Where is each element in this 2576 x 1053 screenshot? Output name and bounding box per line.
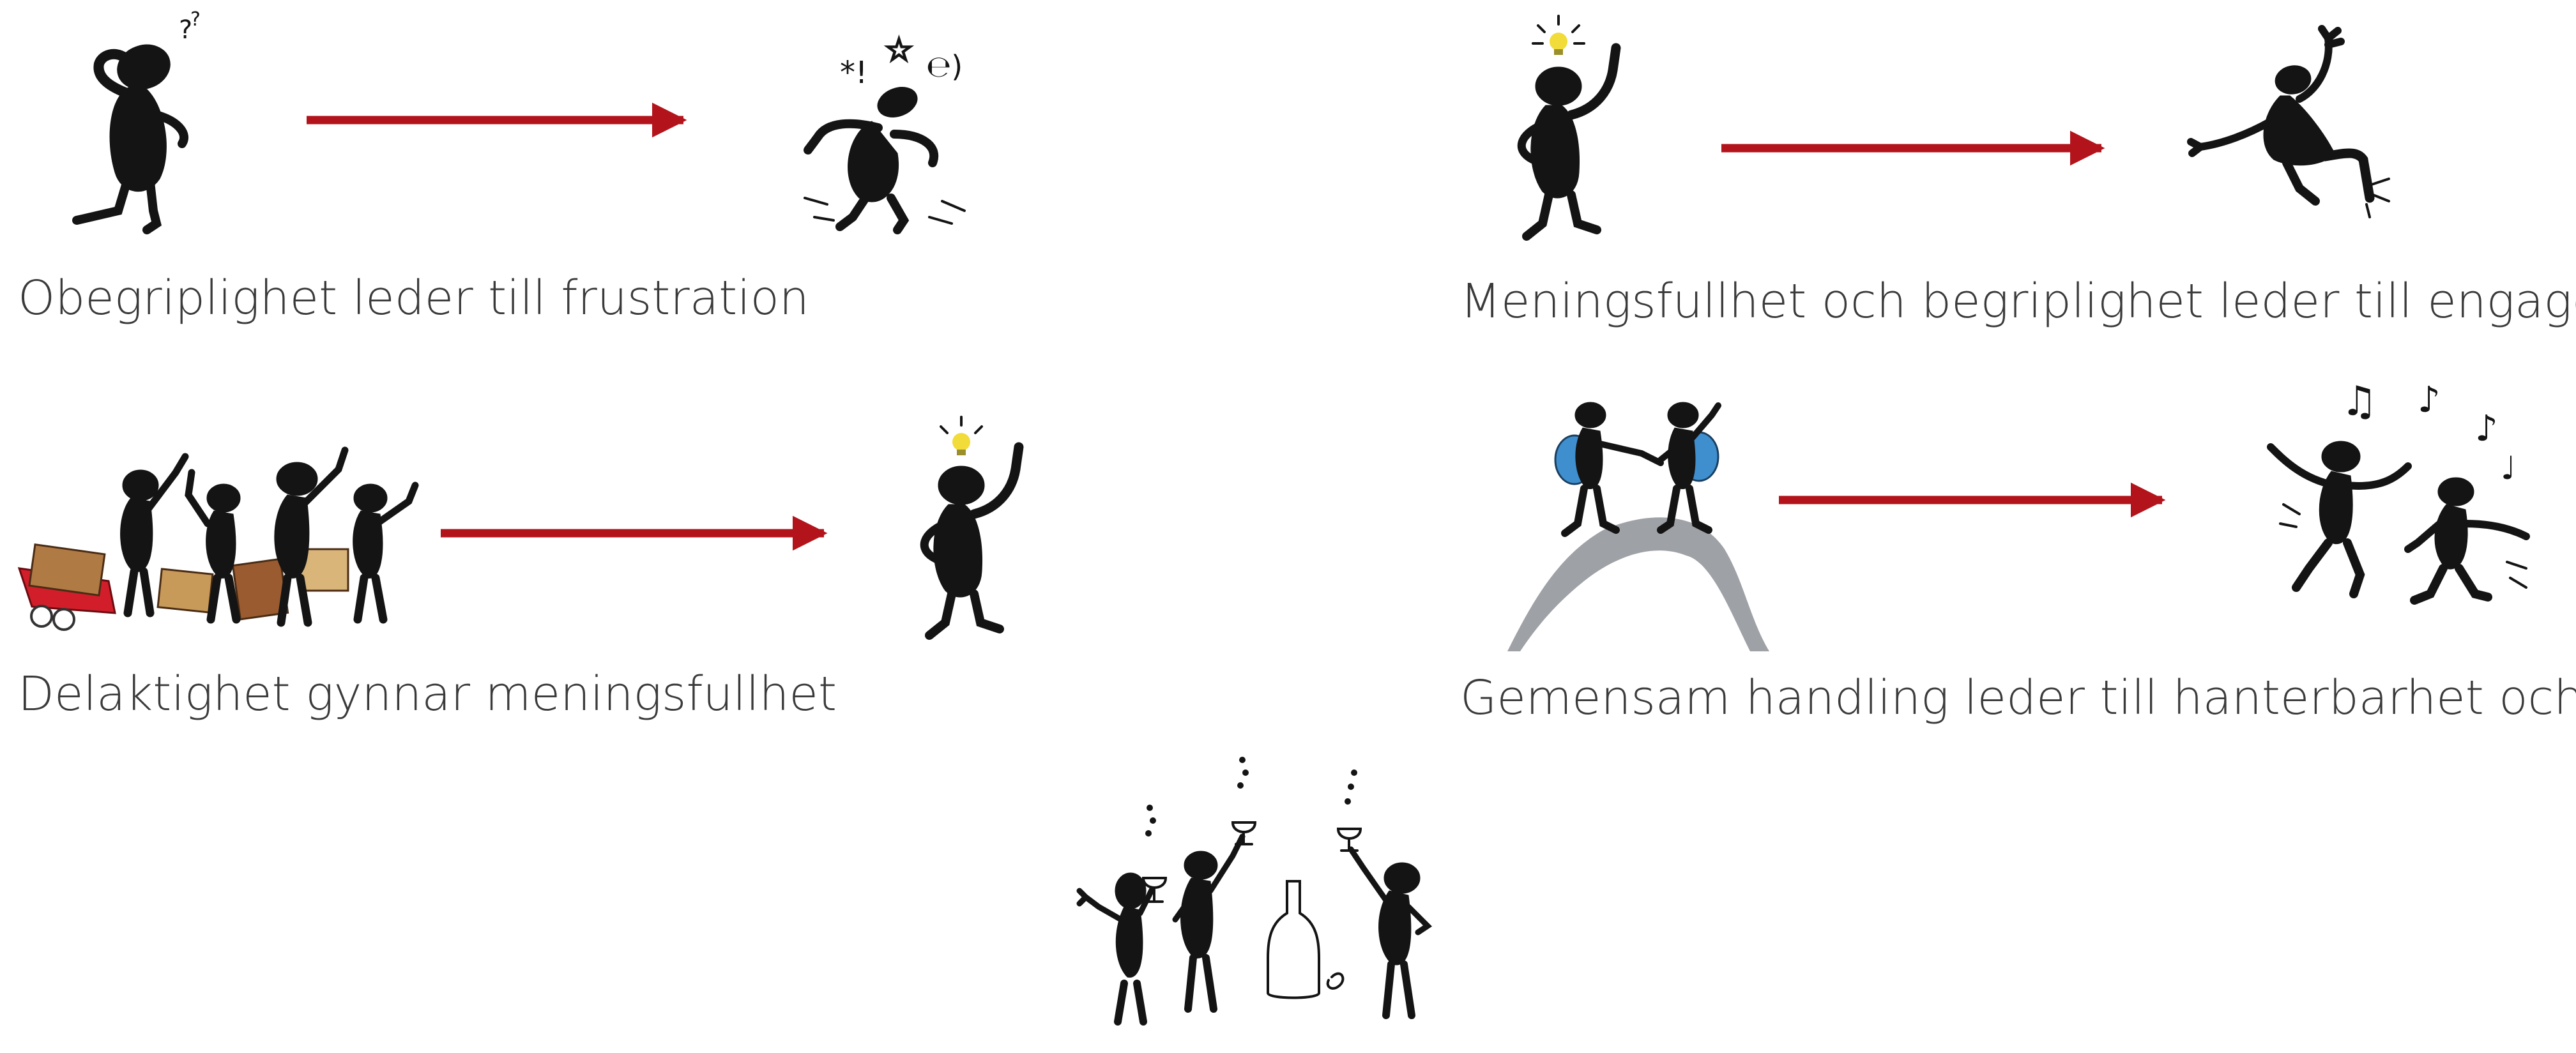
panel-obegriplighet: ? ? *! ☆ ℮) Obegriplighet leder till fru…	[18, 8, 964, 326]
panel-delaktighet: Delaktighet gynnar meningsfullhet	[18, 417, 1019, 722]
celebrating-group-icon	[1079, 757, 1428, 1022]
caption-obegriplighet: Obegriplighet leder till frustration	[18, 271, 809, 326]
svg-text:?: ?	[190, 8, 201, 31]
svg-text:♫: ♫	[2341, 378, 2377, 425]
panel-gemensam-handling: ♫ ♪ ♪ ♩ Gemensam handling leder till han…	[1460, 378, 2576, 725]
caption-gemensam-handling: Gemensam handling leder till hanterbarhe…	[1460, 670, 2576, 725]
svg-text:☆: ☆	[885, 31, 913, 68]
kicking-person-icon	[2191, 29, 2389, 217]
frustrated-person-icon: *! ☆ ℮)	[805, 31, 964, 230]
svg-text:♪: ♪	[2475, 408, 2498, 450]
dancing-people-icon: ♫ ♪ ♪ ♩	[2271, 378, 2526, 600]
idea-person-icon-2	[924, 417, 1019, 635]
group-with-luggage-icon	[19, 450, 415, 630]
panel-meningsfullhet: Meningsfullhet och begriplighet leder ti…	[1460, 16, 2576, 329]
caption-meningsfullhet: Meningsfullhet och begriplighet leder ti…	[1460, 274, 2576, 329]
idea-person-icon	[1521, 16, 1616, 236]
svg-text:♩: ♩	[2501, 450, 2516, 487]
confused-person-icon: ? ?	[77, 8, 201, 230]
svg-text:♪: ♪	[2418, 379, 2441, 421]
hikers-on-rock-icon	[1507, 402, 1769, 651]
caption-delaktighet: Delaktighet gynnar meningsfullhet	[18, 667, 837, 722]
svg-text:℮): ℮)	[926, 49, 963, 84]
svg-text:*!: *!	[840, 55, 867, 91]
